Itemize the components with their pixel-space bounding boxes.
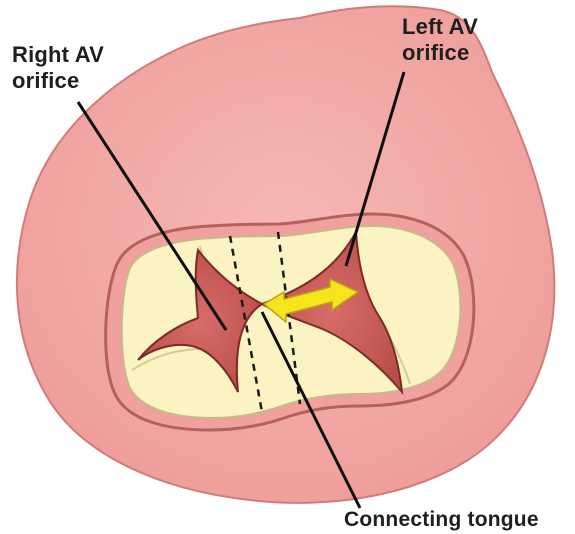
left-av-orifice-label: Left AV orifice	[402, 14, 478, 66]
left-av-label-line1: Left AV	[402, 14, 478, 40]
right-av-label-line2: orifice	[12, 68, 104, 94]
right-av-orifice-label: Right AV orifice	[12, 42, 104, 94]
connecting-tongue-label: Connecting tongue	[344, 508, 539, 532]
left-av-label-line2: orifice	[402, 40, 478, 66]
right-av-label-line1: Right AV	[12, 42, 104, 68]
